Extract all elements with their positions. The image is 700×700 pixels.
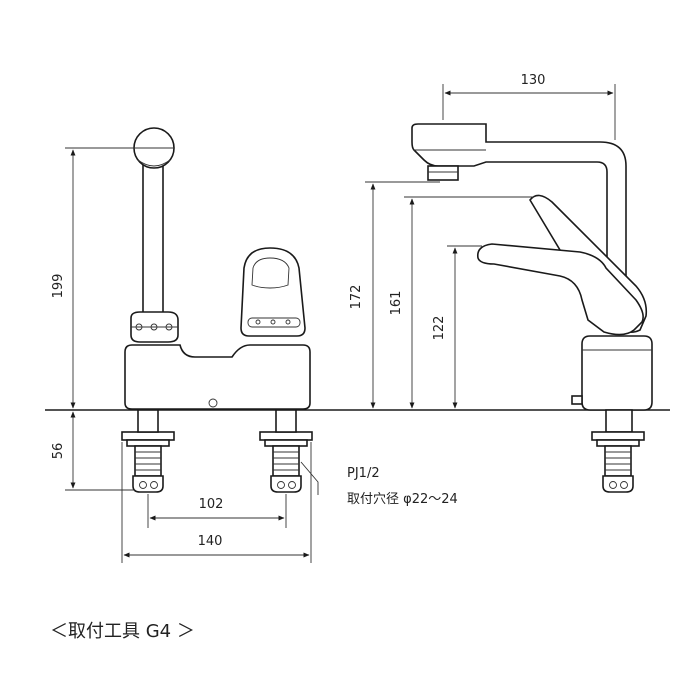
dim-overall-width: 140	[198, 534, 223, 549]
lever-handle-front	[240, 247, 306, 337]
front-view: 199 56 102 140 PJ1/2 取付穴径 φ22～24	[51, 127, 458, 563]
note-pipe-thread: PJ1/2	[347, 466, 380, 481]
note-mounting-hole: 取付穴径 φ22～24	[347, 492, 458, 507]
set-screw	[208, 398, 218, 408]
supply-shank-left	[121, 409, 175, 493]
dim-body-height: 122	[432, 316, 447, 341]
dim-handle-height: 161	[389, 291, 404, 316]
side-view: 130 172 161 122	[349, 73, 653, 493]
caption-tool: ＜取付工具 G4 ＞	[50, 621, 195, 642]
spout-side	[411, 123, 627, 291]
faucet-body-side	[581, 335, 653, 411]
supply-shank-right	[259, 409, 313, 493]
spout-aerator	[427, 165, 459, 181]
spout-column	[142, 164, 164, 326]
dim-below-counter: 56	[51, 443, 66, 460]
dim-hole-spacing: 102	[199, 497, 224, 512]
dim-spout-reach: 130	[521, 73, 546, 88]
dim-total-height: 199	[51, 274, 66, 299]
lever-handle-lowered	[476, 243, 644, 336]
faucet-body-front	[124, 344, 311, 410]
supply-shank-side	[591, 409, 645, 493]
note-leader	[300, 461, 319, 495]
dim-spout-height: 172	[349, 285, 364, 310]
